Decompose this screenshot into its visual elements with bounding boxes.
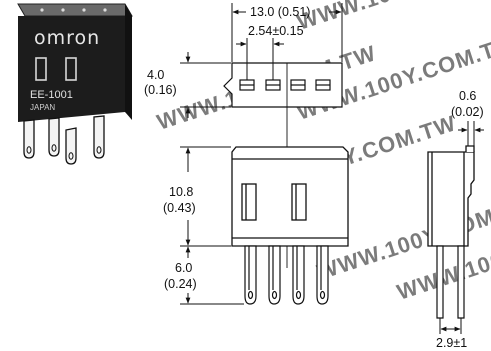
top-view [223,62,343,108]
connector-photo: omron EE-1001 JAPAN [17,3,133,165]
pin-spacing-side-dimension [439,318,462,334]
brand-logo: omron [34,27,100,49]
head-depth-in-label: (0.16) [144,83,177,97]
pin-pitch-dimension [236,38,284,80]
body-height-in-label: (0.43) [163,201,196,215]
origin-label: JAPAN [30,103,55,112]
pin-spacing-side-label: 2.9±1 [436,336,467,350]
side-thickness-in-label: (0.02) [451,105,484,119]
side-view [427,145,475,319]
pin-pitch-label: 2.54±0.15 [248,24,304,38]
overall-width-label: 13.0 (0.51) [250,5,310,19]
pin-length-in-label: (0.24) [164,277,197,291]
overall-width-dimension [231,3,343,62]
side-thickness-mm-label: 0.6 [459,89,476,103]
body-height-mm-label: 10.8 [169,185,193,199]
side-thickness-dimension [458,121,484,146]
pin-length-mm-label: 6.0 [175,261,192,275]
pin-length-dimension [180,246,244,305]
front-view-pins [244,245,329,305]
body-height-dimension [180,146,231,247]
watermark-text: WWW.100Y.COM.TW [294,0,491,35]
head-depth-dimension [180,52,231,118]
front-view [231,146,349,305]
model-label: EE-1001 [30,89,73,101]
head-depth-mm-label: 4.0 [147,68,164,82]
